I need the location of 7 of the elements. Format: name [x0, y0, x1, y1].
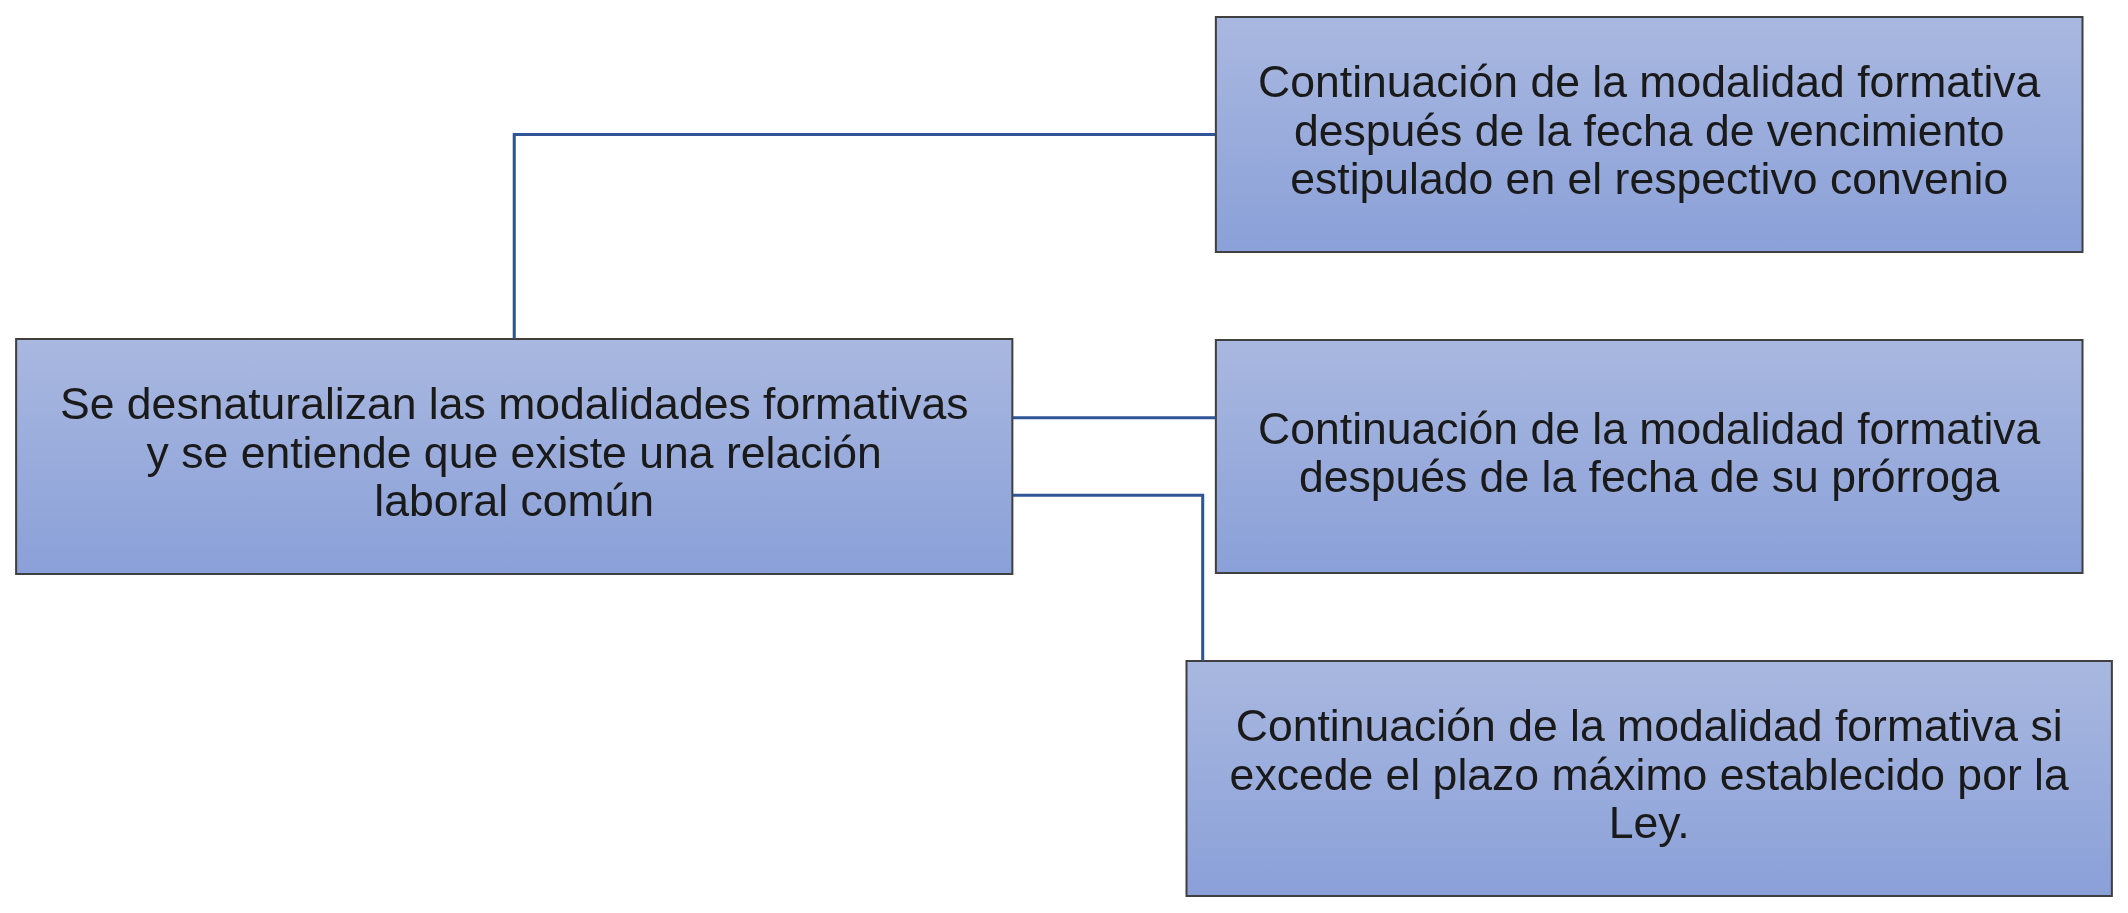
node-box: Se desnaturalizan las modalidades formativas y se entiende que existe una relación laboral común: [15, 338, 1014, 575]
connector: [1012, 416, 1216, 420]
connector: [512, 133, 1216, 339]
node-box: Continuación de la modalidad formativa si excede el plazo máximo establecido por la Ley.: [1185, 660, 2113, 897]
node-box: Continuación de la modalidad formativa después de la fecha de su prórroga: [1214, 339, 2084, 574]
node-box: Continuación de la modalidad formativa después de la fecha de vencimiento estipulado en el respectivo convenio: [1214, 16, 2084, 253]
connector: [1012, 493, 1205, 661]
